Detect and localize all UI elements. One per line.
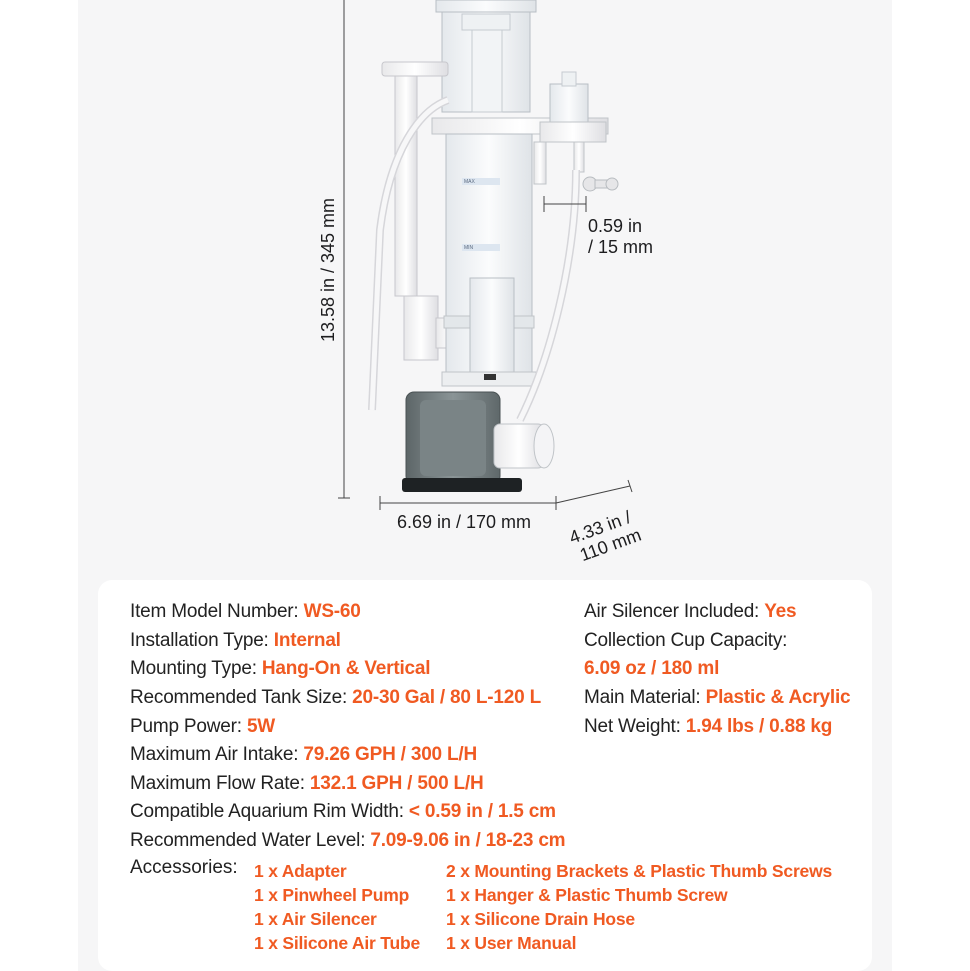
spec-net-weight: Net Weight: 1.94 lbs / 0.88 kg (584, 716, 833, 737)
pinwheel-pump (402, 391, 555, 492)
spec-model-number: Item Model Number: WS-60 (130, 601, 361, 622)
accessory-item: 1 x User Manual (446, 933, 577, 953)
max-mark: MAX (464, 179, 476, 185)
rim-dimension-line2: / 15 mm (588, 237, 653, 257)
spec-main-material: Main Material: Plastic & Acrylic (584, 687, 851, 708)
collection-cup (435, 0, 537, 113)
spec-pump-power: Pump Power: 5W (130, 716, 276, 737)
skimmer-body: MAX MIN (431, 117, 609, 387)
spec-tank-size: Recommended Tank Size: 20-30 Gal / 80 L-… (130, 687, 541, 708)
accessory-item: 1 x Pinwheel Pump (254, 885, 410, 905)
spec-water-level: Recommended Water Level: 7.09-9.06 in / … (130, 830, 566, 851)
protein-skimmer-illustration: MAX MIN 13 (318, 0, 653, 565)
spec-installation-type: Installation Type: Internal (130, 630, 341, 651)
spec-cup-capacity-value: 6.09 oz / 180 ml (584, 658, 720, 679)
spec-air-intake: Maximum Air Intake: 79.26 GPH / 300 L/H (130, 744, 478, 765)
accessory-item: 2 x Mounting Brackets & Plastic Thumb Sc… (446, 861, 833, 881)
rim-dimension-line1: 0.59 in (588, 216, 642, 236)
accessory-item: 1 x Silicone Drain Hose (446, 909, 635, 929)
accessory-item: 1 x Silicone Air Tube (254, 933, 420, 953)
inlet-pipe (368, 61, 465, 411)
hanger-bracket (516, 71, 619, 422)
accessory-item: 1 x Adapter (254, 861, 347, 881)
spec-mounting-type: Mounting Type: Hang-On & Vertical (130, 658, 431, 679)
height-dimension: 13.58 in / 345 mm (318, 198, 338, 342)
spec-rim-width: Compatible Aquarium Rim Width: < 0.59 in… (130, 801, 556, 822)
accessories-label: Accessories: (130, 857, 238, 878)
spec-air-silencer: Air Silencer Included: Yes (584, 601, 797, 622)
spec-flow-rate: Maximum Flow Rate: 132.1 GPH / 500 L/H (130, 773, 484, 794)
accessory-item: 1 x Air Silencer (254, 909, 377, 929)
width-dimension: 6.69 in / 170 mm (397, 512, 531, 532)
dimension-lines (338, 0, 633, 510)
min-mark: MIN (464, 245, 474, 251)
spec-cup-capacity-label: Collection Cup Capacity: (584, 630, 788, 651)
accessory-item: 1 x Hanger & Plastic Thumb Screw (446, 885, 728, 905)
specification-card (98, 580, 872, 971)
